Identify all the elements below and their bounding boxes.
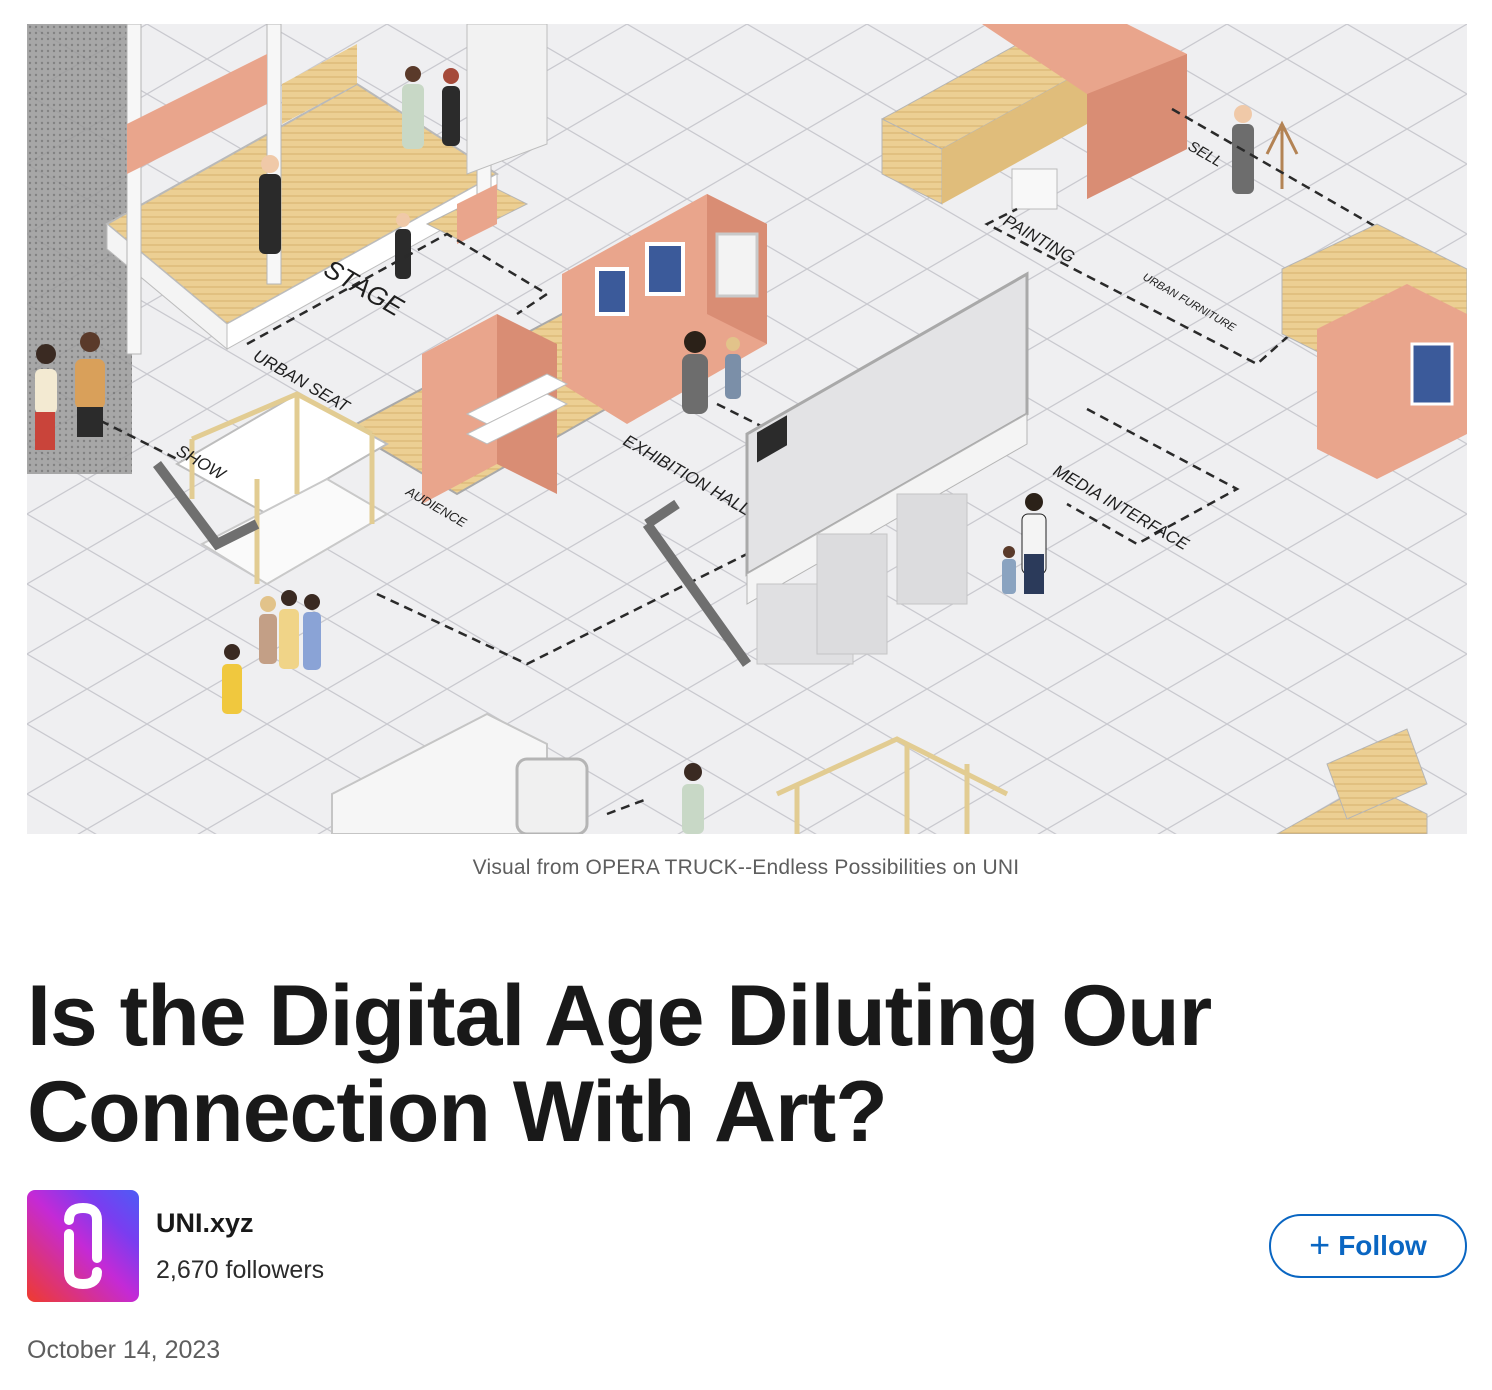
publish-date: October 14, 2023	[27, 1336, 221, 1364]
people-left	[35, 332, 105, 450]
author-block: UNI.xyz 2,670 followers + Follow	[27, 1190, 1467, 1302]
image-caption: Visual from OPERA TRUCK--Endless Possibi…	[472, 856, 1020, 879]
plus-icon: +	[1309, 1223, 1331, 1265]
follow-button[interactable]: + Follow	[1269, 1214, 1467, 1278]
stage-structure	[27, 24, 548, 474]
painting-kiosk	[880, 24, 1299, 210]
follow-label: Follow	[1338, 1230, 1427, 1261]
show-frame	[153, 391, 390, 714]
media-interface	[642, 271, 1047, 667]
follower-count: 2,670 followers	[156, 1256, 325, 1284]
exhibition-hall	[344, 194, 767, 504]
bottom-elements	[331, 712, 1428, 834]
article-title: Is the Digital Age Diluting Our Connecti…	[27, 968, 1212, 1160]
author-name[interactable]: UNI.xyz	[156, 1208, 254, 1238]
hero-image: STAGE URBAN SEAT SHOW AUDIENCE EXHIBITIO…	[27, 24, 1467, 834]
urban-furniture-kiosk	[1281, 223, 1467, 479]
uni-logo-icon	[64, 1202, 102, 1290]
author-avatar[interactable]	[27, 1190, 139, 1302]
